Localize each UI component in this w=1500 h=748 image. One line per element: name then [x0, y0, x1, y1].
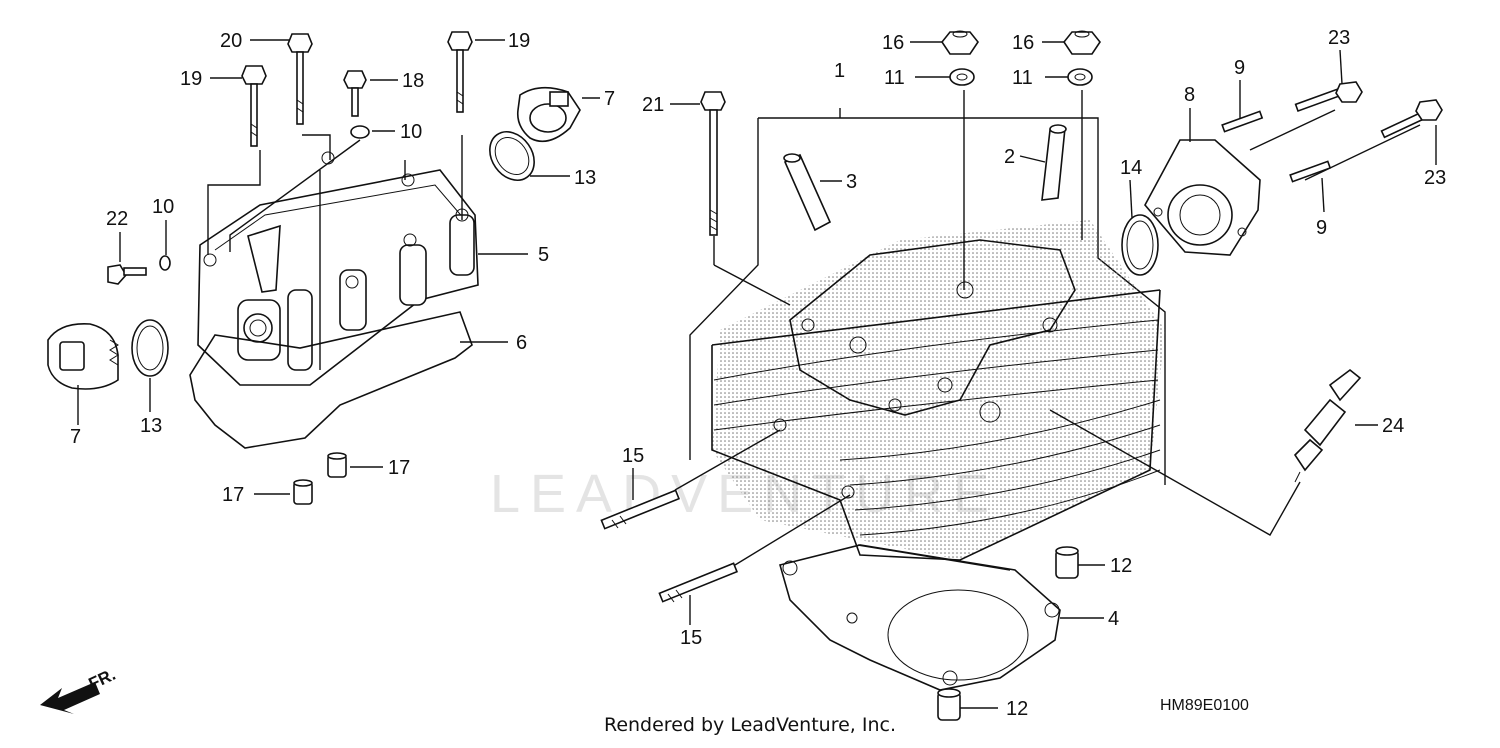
callout-17-lower: 17 [222, 484, 244, 506]
diagram-code: HM89E0100 [1160, 697, 1249, 714]
callout-23-upper: 23 [1328, 27, 1350, 49]
leader-lines [77, 39, 1437, 709]
washer-10-top[interactable] [350, 125, 370, 139]
cylinder-head-cover[interactable] [197, 151, 479, 386]
dowel-pin-17-lower[interactable] [293, 479, 313, 505]
stud-15-upper[interactable] [600, 489, 681, 530]
callout-7-left: 7 [70, 426, 81, 448]
valve-guide-3[interactable] [783, 153, 832, 232]
dowel-pin-12-upper[interactable] [1055, 546, 1079, 579]
callout-23-lower: 23 [1424, 167, 1446, 189]
stud-9-upper[interactable] [1221, 110, 1264, 133]
bolt-23-upper[interactable] [1294, 81, 1363, 113]
callout-18: 18 [402, 70, 424, 92]
cylinder-head[interactable] [711, 220, 1165, 561]
front-direction-arrow: FR. [40, 665, 119, 714]
callout-9-lower: 9 [1316, 217, 1327, 239]
stud-15-lower[interactable] [658, 562, 739, 603]
nut-16-right[interactable] [1063, 30, 1101, 55]
cover-gasket[interactable] [189, 311, 473, 449]
dowel-pin-17-upper[interactable] [327, 452, 347, 478]
washer-11-left[interactable] [949, 68, 975, 86]
callout-4: 4 [1108, 608, 1119, 630]
bolt-19-right[interactable] [447, 31, 473, 113]
callout-11-left: 11 [884, 67, 905, 89]
bolt-19-left[interactable] [241, 65, 267, 147]
callout-7-right: 7 [604, 88, 615, 110]
callout-14: 14 [1120, 157, 1142, 179]
callout-10-top: 10 [400, 121, 422, 143]
o-ring-13-right[interactable] [481, 123, 544, 189]
spark-plug[interactable] [1293, 368, 1362, 483]
callout-8: 8 [1184, 84, 1195, 106]
bolt-23-lower[interactable] [1380, 99, 1443, 139]
oil-filler-cap-left[interactable] [47, 323, 119, 390]
valve-guide-2[interactable] [1041, 124, 1067, 201]
callout-16-right: 16 [1012, 32, 1034, 54]
callout-19-left: 19 [180, 68, 202, 90]
callout-2: 2 [1004, 146, 1015, 168]
callout-19-right: 19 [508, 30, 530, 52]
carburetor-insulator[interactable] [1144, 139, 1261, 256]
bolt-20[interactable] [287, 33, 313, 125]
bolt-22[interactable] [107, 264, 147, 285]
callout-16-left: 16 [882, 32, 904, 54]
callout-12-lower: 12 [1006, 698, 1028, 720]
callout-10-left: 10 [152, 196, 174, 218]
callout-3: 3 [846, 171, 857, 193]
callout-20: 20 [220, 30, 242, 52]
cylinder-head-gasket[interactable] [779, 544, 1061, 691]
callout-15-upper: 15 [622, 445, 644, 467]
nut-16-left[interactable] [941, 30, 979, 55]
callout-6: 6 [516, 332, 527, 354]
callout-22: 22 [106, 208, 128, 230]
callout-11-right: 11 [1012, 67, 1033, 89]
callout-1: 1 [834, 60, 845, 82]
stud-9-lower[interactable] [1289, 160, 1332, 183]
callout-15-lower: 15 [680, 627, 702, 649]
o-ring-13-left[interactable] [131, 319, 169, 377]
bolt-18[interactable] [343, 70, 367, 117]
callout-9-upper: 9 [1234, 57, 1245, 79]
callout-21: 21 [642, 94, 664, 116]
callout-numbers: 20 19 19 18 10 7 13 5 6 17 17 22 10 7 13… [70, 27, 1446, 720]
bolt-21[interactable] [700, 91, 726, 236]
washer-10-left[interactable] [159, 255, 171, 271]
dowel-pin-12-lower[interactable] [937, 688, 961, 721]
o-ring-14[interactable] [1121, 214, 1159, 276]
callout-17-upper: 17 [388, 457, 410, 479]
credit-text: Rendered by LeadVenture, Inc. [603, 714, 897, 736]
callout-24: 24 [1382, 415, 1404, 437]
oil-filler-cap-right[interactable] [516, 86, 581, 143]
washer-11-right[interactable] [1067, 68, 1093, 86]
callout-5: 5 [538, 244, 549, 266]
callout-12-upper: 12 [1110, 555, 1132, 577]
callout-13-right: 13 [574, 167, 596, 189]
callout-13-left: 13 [140, 415, 162, 437]
